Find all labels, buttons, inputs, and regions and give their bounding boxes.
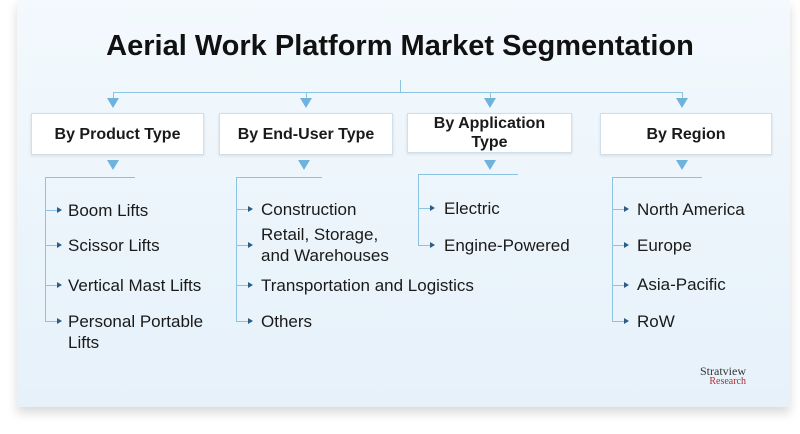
bullet-arrow-icon [237,318,253,324]
bullet-arrow-icon [237,206,253,212]
list-item: Transportation and Logistics [261,276,474,295]
connector [113,92,683,93]
connector [113,92,114,98]
list-item: RoW [637,312,675,331]
segment-region: By Region [600,113,772,155]
list-item: North America [637,200,745,219]
segment-product-type: By Product Type [31,113,204,155]
bullet-arrow-icon [237,282,253,288]
bullet-arrow-icon [419,205,435,211]
bullet-arrow-icon [613,206,629,212]
connector [682,92,683,98]
bullet-arrow-icon [237,242,253,248]
list-item: Europe [637,236,692,255]
list-item: Engine-Powered [444,236,570,255]
arrow-down-icon [676,160,688,170]
bullet-arrow-icon [46,318,62,324]
bullet-arrow-icon [613,282,629,288]
bullet-arrow-icon [613,242,629,248]
connector [490,92,491,98]
bullet-arrow-icon [419,242,435,248]
list-item: Others [261,312,313,331]
logo-name: Stratview [700,364,746,378]
diagram-title: Aerial Work Platform Market Segmentation [106,30,694,62]
bracket [418,174,518,175]
bracket [612,177,613,322]
bracket [45,177,135,178]
arrow-down-icon [300,98,312,108]
bullet-arrow-icon [46,242,62,248]
bracket [236,177,237,322]
bullet-arrow-icon [613,318,629,324]
bracket [612,177,702,178]
list-item: Personal Portable Lifts [68,312,204,352]
logo-sub: Research [709,376,746,387]
arrow-down-icon [484,160,496,170]
list-item: Asia-Pacific [637,275,726,294]
segment-end-user-type: By End-User Type [219,113,393,155]
bracket [45,177,46,322]
list-item: Construction [261,200,357,219]
arrow-down-icon [484,98,496,108]
list-item: Electric [444,199,500,218]
arrow-down-icon [298,160,310,170]
stratview-logo: Stratview Research [700,365,746,387]
list-item: Retail, Storage, and Warehouses [261,225,389,265]
arrow-down-icon [676,98,688,108]
bullet-arrow-icon [46,282,62,288]
arrow-down-icon [107,98,119,108]
bracket [418,174,419,246]
diagram-panel [17,0,790,407]
bracket [236,177,322,178]
list-item: Vertical Mast Lifts [68,276,202,295]
connector [400,80,401,92]
arrow-down-icon [107,160,119,170]
segment-application-type: By Application Type [407,113,572,153]
list-item: Scissor Lifts [68,236,160,255]
bullet-arrow-icon [46,207,62,213]
connector [306,92,307,98]
list-item: Boom Lifts [68,201,149,220]
